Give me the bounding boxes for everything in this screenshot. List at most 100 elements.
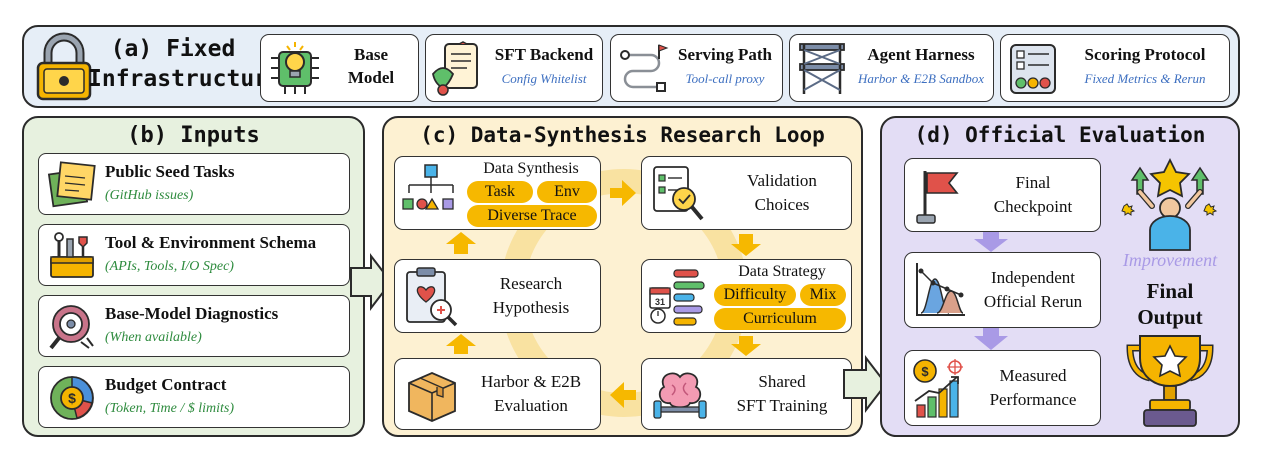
budget-pie-coin-icon: $ xyxy=(50,376,94,420)
tag-difficulty: Difficulty xyxy=(714,284,796,306)
sft-backend-title: SFT Backend xyxy=(494,45,594,64)
input-title: Public Seed Tasks xyxy=(105,162,235,181)
scoring-protocol-card: Scoring Protocol Fixed Metrics & Rerun xyxy=(1000,34,1230,102)
input-subtitle: (When available) xyxy=(105,330,202,345)
growth-chart-icon: $ xyxy=(913,359,963,418)
sft-line1: Shared xyxy=(758,372,806,391)
sft-backend-card: SFT Backend Config Whitelist xyxy=(425,34,603,102)
scoring-board-icon xyxy=(1010,44,1056,94)
validation-line2: Choices xyxy=(754,195,810,214)
padlock-icon xyxy=(36,32,92,101)
chip-brain-icon xyxy=(271,42,319,94)
base-model-line2: Model xyxy=(347,68,395,87)
checkpoint-line2: Checkpoint xyxy=(993,197,1073,216)
measured-performance-label: Measured Performance xyxy=(965,364,1101,412)
rerun-line2: Official Rerun xyxy=(983,292,1083,311)
final-output-label: Final Output xyxy=(1110,278,1230,330)
measured-performance-card: $ Measured Performance xyxy=(904,350,1101,426)
input-title: Tool & Environment Schema xyxy=(105,233,317,252)
inputs-title: (b) Inputs xyxy=(127,123,260,148)
hierarchy-shapes-icon xyxy=(402,164,454,210)
performance-line1: Measured xyxy=(999,366,1067,385)
tag-env: Env xyxy=(537,181,597,203)
input-card-diagnostics: Base-Model Diagnostics (When available) xyxy=(38,295,350,357)
harbor-line1: Harbor & E2B xyxy=(480,372,582,391)
official-rerun-label: Independent Official Rerun xyxy=(965,266,1101,314)
base-model-label: Base Model xyxy=(323,43,419,89)
input-title: Budget Contract xyxy=(105,375,227,394)
coin-symbol: $ xyxy=(68,390,76,406)
infra-title-line2: Infrastructure xyxy=(88,66,282,92)
agent-harness-title: Agent Harness xyxy=(867,45,975,64)
recipe-scroll-icon xyxy=(432,41,478,96)
data-strategy-title: Data Strategy xyxy=(738,263,826,280)
arrow-hypothesis-to-synthesis xyxy=(446,232,476,254)
data-synthesis-title: Data Synthesis xyxy=(483,160,579,177)
clipboard-heart-icon xyxy=(406,267,458,327)
performance-line2: Performance xyxy=(989,390,1077,409)
input-subtitle: (APIs, Tools, I/O Spec) xyxy=(105,259,234,274)
diagnostics-magnifier-icon xyxy=(49,305,94,350)
hypothesis-line2: Hypothesis xyxy=(492,298,570,317)
route-path-icon xyxy=(620,44,669,92)
research-hypothesis-card: Research Hypothesis xyxy=(394,259,601,333)
serving-path-card: Serving Path Tool-call proxy xyxy=(610,34,783,102)
harbor-evaluation-card: Harbor & E2B Evaluation xyxy=(394,358,601,430)
celebrating-person-icon xyxy=(1121,157,1218,251)
flag-icon xyxy=(916,171,959,224)
arrow-synthesis-to-validation xyxy=(610,180,636,206)
arrow-rerun-to-performance xyxy=(974,328,1008,350)
input-card-tool-schema: Tool & Environment Schema (APIs, Tools, … xyxy=(38,224,350,286)
agent-harness-subtitle: Harbor & E2B Sandbox xyxy=(857,71,985,86)
calendar-number: 31 xyxy=(655,297,665,307)
validation-choices-label: Validation Choices xyxy=(712,169,852,217)
tag-task: Task xyxy=(467,181,533,203)
agent-harness-card: Agent Harness Harbor & E2B Sandbox xyxy=(789,34,994,102)
serving-path-title: Serving Path xyxy=(678,45,772,64)
official-evaluation-panel: (d) Official Evaluation Final Checkpoint… xyxy=(880,116,1240,437)
input-card-seed-tasks: Public Seed Tasks (GitHub issues) xyxy=(38,153,350,215)
official-rerun-card: Independent Official Rerun xyxy=(904,252,1101,328)
inputs-panel: (b) Inputs Public Seed Tasks (GitHub iss… xyxy=(22,116,365,437)
calendar-strategy-icon: 31 xyxy=(649,269,705,326)
scaffold-icon xyxy=(799,43,845,94)
scoring-protocol-title: Scoring Protocol xyxy=(1084,45,1206,64)
research-hypothesis-label: Research Hypothesis xyxy=(461,272,601,320)
sft-backend-subtitle: Config Whitelist xyxy=(501,71,587,86)
loop-arrows xyxy=(446,180,761,408)
fixed-infrastructure-panel: (a) Fixed Infrastructure Base Model xyxy=(22,25,1240,108)
sft-line2: SFT Training xyxy=(736,396,828,415)
arrow-validation-to-strategy xyxy=(731,234,761,256)
tag-diverse-trace: Diverse Trace xyxy=(467,205,597,227)
research-loop-panel: (c) Data-Synthesis Research Loop Data Sy… xyxy=(382,116,863,437)
improvement-label: Improvement xyxy=(1122,250,1218,270)
arrow-checkpoint-to-rerun xyxy=(974,232,1008,252)
rerun-line1: Independent xyxy=(990,268,1076,287)
harbor-evaluation-label: Harbor & E2B Evaluation xyxy=(461,370,601,418)
serving-path-subtitle: Tool-call proxy xyxy=(685,71,765,86)
tag-curriculum: Curriculum xyxy=(714,308,846,330)
loop-title: (c) Data-Synthesis Research Loop xyxy=(420,123,825,147)
checklist-magnifier-icon xyxy=(653,166,704,221)
harbor-line2: Evaluation xyxy=(494,396,568,415)
tag-mix: Mix xyxy=(800,284,846,306)
base-model-line1: Base xyxy=(354,45,388,64)
input-title: Base-Model Diagnostics xyxy=(105,304,279,323)
scoring-protocol-subtitle: Fixed Metrics & Rerun xyxy=(1084,71,1206,86)
data-synthesis-card: Data Synthesis Task Env Diverse Trace xyxy=(394,156,601,230)
distribution-chart-icon xyxy=(916,263,965,316)
sft-training-card: Shared SFT Training xyxy=(641,358,852,430)
validation-choices-card: Validation Choices xyxy=(641,156,852,230)
sft-training-label: Shared SFT Training xyxy=(712,370,852,418)
brain-dumbbell-icon xyxy=(653,372,707,419)
arrow-strategy-to-sft xyxy=(731,336,761,356)
final-checkpoint-card: Final Checkpoint xyxy=(904,158,1101,232)
hypothesis-line1: Research xyxy=(499,274,563,293)
final-checkpoint-label: Final Checkpoint xyxy=(965,171,1101,219)
checkpoint-line1: Final xyxy=(1015,173,1051,192)
toolbox-icon xyxy=(50,232,94,278)
package-box-icon xyxy=(408,372,456,422)
input-subtitle: (GitHub issues) xyxy=(105,188,194,203)
loop-to-evaluation-arrow xyxy=(843,355,888,413)
input-card-budget: $ Budget Contract (Token, Time / $ limit… xyxy=(38,366,350,428)
